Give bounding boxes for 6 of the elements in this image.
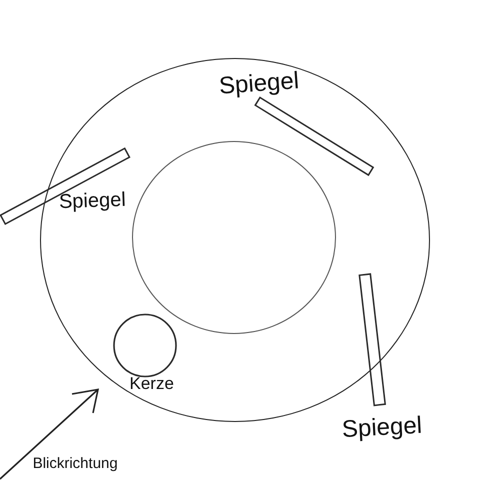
- node-label: Kerze: [130, 374, 174, 392]
- node-label: Spiegel: [341, 414, 423, 442]
- node-label: Spiegel: [218, 68, 300, 98]
- node-label: Spiegel: [58, 189, 126, 212]
- direction-label: Blickrichtung: [32, 456, 118, 470]
- inner-circle: [132, 141, 336, 334]
